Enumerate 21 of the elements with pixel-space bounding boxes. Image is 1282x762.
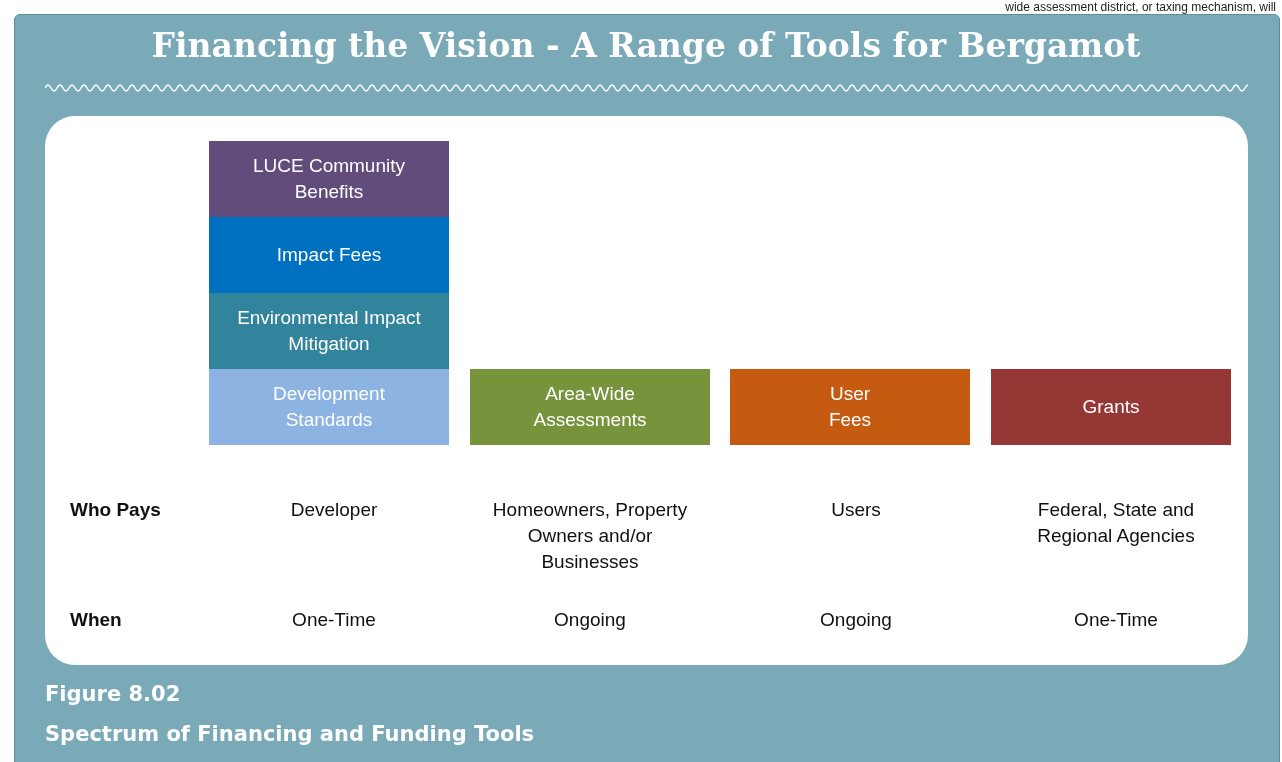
table-text: Federal, State and Regional Agencies xyxy=(1036,498,1196,548)
caption: Spectrum of Financing and Funding Tools xyxy=(45,722,535,746)
title: Financing the Vision - A Range of Tools for Bergamot xyxy=(150,26,1142,65)
funding-tool-box: User Fees xyxy=(730,369,970,445)
funding-tool-box: LUCE Community Benefits xyxy=(209,141,449,217)
table-text: One-Time xyxy=(1073,608,1159,632)
text-fragment: wide assessment district, or taxing mechanism, will xyxy=(1005,0,1276,14)
table-text: One-Time xyxy=(291,608,377,632)
funding-tool-box: Environmental Impact Mitigation xyxy=(209,293,449,369)
table-text: Ongoing xyxy=(819,608,893,632)
table-text: Homeowners, Property Owners and/or Businesses xyxy=(491,498,689,575)
figure-number: Figure 8.02 xyxy=(45,682,181,706)
table-text: Developer xyxy=(289,498,379,522)
row-header: Who Pays xyxy=(70,498,162,522)
table-text: Users xyxy=(830,498,882,522)
funding-tool-box: Area-Wide Assessments xyxy=(470,369,710,445)
table-text: Ongoing xyxy=(553,608,627,632)
funding-tool-box: Grants xyxy=(991,369,1231,445)
row-header: When xyxy=(70,608,123,632)
funding-tool-box: Impact Fees xyxy=(209,217,449,293)
funding-tool-box: Development Standards xyxy=(209,369,449,445)
